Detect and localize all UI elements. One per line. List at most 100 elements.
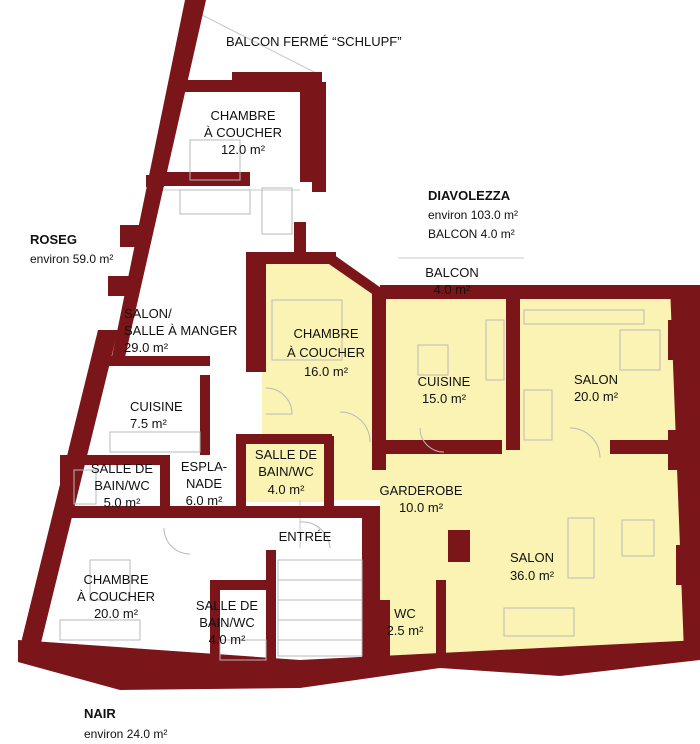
room-bain-left-area: 5.0 m² <box>104 495 142 510</box>
room-bain-center-line1: SALLE DE <box>255 447 317 462</box>
room-salon-manger-area: 29.0 m² <box>124 340 169 355</box>
room-salon-manger-line2: SALLE À MANGER <box>124 323 237 338</box>
wall-wc-left <box>380 600 390 660</box>
wall-center-a <box>246 252 266 372</box>
room-chambre-center-line2: À COUCHER <box>287 345 365 360</box>
room-salon-right-area: 20.0 m² <box>574 389 619 404</box>
bath-tub-left <box>73 469 97 505</box>
room-chambre-center-line1: CHAMBRE <box>293 326 358 341</box>
highlight-chambre-center <box>262 262 378 440</box>
furniture <box>59 139 661 661</box>
door-arc-1 <box>265 387 293 415</box>
wall-pillar-left-top <box>120 225 146 247</box>
wall-chambre-top-a <box>170 80 300 92</box>
sofa-salon-right <box>523 389 553 441</box>
apartment-diavolezza-area: environ 103.0 m² <box>428 208 518 222</box>
wall-entree-right <box>362 506 380 666</box>
wall-bottom <box>18 640 700 690</box>
apartment-roseg-area: environ 59.0 m² <box>30 252 113 266</box>
door-arc-3 <box>419 427 445 453</box>
apartment-nair-area: environ 24.0 m² <box>84 727 167 741</box>
room-esplanade-line2: NADE <box>186 476 222 491</box>
wall-stair-left <box>266 550 276 660</box>
highlight-cuisine-right <box>386 296 506 446</box>
door-arc-2 <box>339 411 371 443</box>
room-cuisine-left-name: CUISINE <box>130 399 183 414</box>
highlight-bain-center <box>244 440 330 502</box>
stairs <box>277 559 363 657</box>
apartment-diavolezza-name: DIAVOLEZZA <box>428 188 511 203</box>
sofa-salon-big-bottom <box>503 607 575 637</box>
wall-bain-center-top <box>236 434 332 444</box>
shelf-salon-right <box>523 309 645 325</box>
room-bain-bottom-line1: SALLE DE <box>196 598 258 613</box>
wall-mid-horizontal <box>372 440 502 454</box>
wall-salon-bottom <box>610 440 680 454</box>
room-balcon-right-name: BALCON <box>425 265 478 280</box>
room-bain-bottom-area: 4.0 m² <box>209 632 247 647</box>
wall-kitchen-right <box>200 375 210 455</box>
door-arc-4 <box>569 427 601 459</box>
wall-right-vert-top <box>312 82 326 192</box>
wall-bain-bottom-top <box>210 580 270 590</box>
wall-chambre-top-right <box>300 82 314 182</box>
diavolezza-highlight <box>244 262 684 668</box>
wall-top-right <box>380 285 680 299</box>
room-bain-bottom-line2: BAIN/WC <box>199 615 255 630</box>
wall-bath-top <box>60 455 170 465</box>
room-esplanade-line1: ESPLA- <box>181 459 227 474</box>
wall-pillar-right-2 <box>668 430 690 470</box>
bed-center <box>271 299 343 361</box>
bath-bottom-tub <box>219 639 267 661</box>
room-balcon-right-area: 4.0 m² <box>434 282 472 297</box>
apartment-roseg-name: ROSEG <box>30 232 77 247</box>
table-salon-big <box>621 519 655 557</box>
room-garderobe-area: 10.0 m² <box>399 500 444 515</box>
room-cuisine-right-area: 15.0 m² <box>422 391 467 406</box>
room-chambre-bottom-area: 20.0 m² <box>94 606 139 621</box>
room-garderobe-name: GARDEROBE <box>379 483 462 498</box>
room-entree-name: ENTRÉE <box>279 529 332 544</box>
wall-bain-center-right <box>324 436 334 508</box>
room-cuisine-left-area: 7.5 m² <box>130 416 168 431</box>
door-arc-5 <box>163 527 191 555</box>
wall-pillar-top <box>146 175 164 187</box>
highlight-salon-big <box>262 440 684 668</box>
room-chambre-top-area: 12.0 m² <box>221 142 266 157</box>
wall-pillar-left-mid <box>108 276 130 296</box>
sofa-salon-big <box>567 517 595 579</box>
apartment-diavolezza-balcony: BALCON 4.0 m² <box>428 227 515 241</box>
room-bain-left-line2: BAIN/WC <box>94 478 150 493</box>
room-salon-manger-line1: SALON/ <box>124 306 172 321</box>
wall-pillar-right-top <box>294 222 306 252</box>
table-bottom <box>89 559 131 601</box>
bed-top <box>189 139 241 181</box>
wall-cuisine-left <box>372 290 386 470</box>
door-arc-6 <box>299 521 331 549</box>
room-salon-big-area: 36.0 m² <box>510 568 555 583</box>
wall-bain-bottom-left <box>210 580 220 660</box>
wall-esplanade-bottom <box>60 506 380 518</box>
counter-kitchen-right <box>485 319 505 381</box>
wall-pillar-right-3 <box>676 545 698 585</box>
room-wc-area: 2.5 m² <box>387 623 425 638</box>
room-chambre-bottom-line1: CHAMBRE <box>83 572 148 587</box>
sofa-top <box>179 189 251 215</box>
room-salon-right-name: SALON <box>574 372 618 387</box>
room-chambre-top-line2: À COUCHER <box>204 125 282 140</box>
room-bain-center-line2: BAIN/WC <box>258 464 314 479</box>
cabinet-salon-right <box>619 329 661 371</box>
wall-diag <box>326 252 384 298</box>
room-bain-left-line1: SALLE DE <box>91 461 153 476</box>
apartment-nair-name: NAIR <box>84 706 116 721</box>
wall-center-b <box>246 252 336 264</box>
room-cuisine-right-name: CUISINE <box>418 374 471 389</box>
desk-top <box>261 187 293 235</box>
wall-bath-right <box>160 455 170 515</box>
room-wc-name: WC <box>394 606 416 621</box>
wall-row <box>150 172 250 186</box>
wall-column <box>448 530 470 562</box>
walls <box>18 0 700 690</box>
kitchen-counter-left <box>109 431 201 453</box>
